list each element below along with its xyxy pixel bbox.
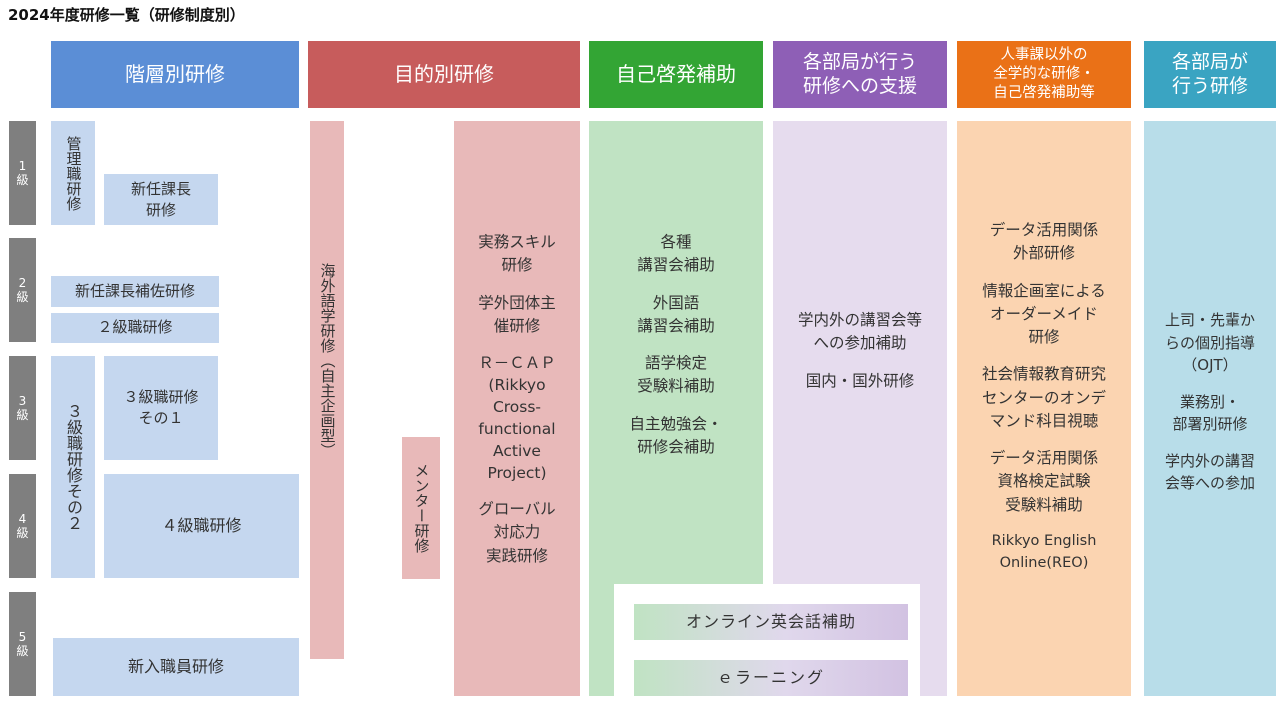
- header-mokuteki: 目的別研修: [308, 41, 580, 108]
- johokikaku-ordermade-kenshu: 情報企画室による オーダーメイド 研修: [982, 281, 1106, 347]
- kyu3-kenshu-sono2: ３級職研修その２: [51, 356, 95, 578]
- level-4-num: 4: [18, 511, 27, 526]
- header-bukyoku-shien: 各部局が行う 研修への支援: [773, 41, 947, 108]
- kyu4-kenshu: ４級職研修: [104, 474, 299, 578]
- header-kaiso-label: 階層別研修: [125, 62, 225, 86]
- level-4: 4 級: [9, 474, 36, 578]
- shinnin-kacho-kenshu: 新任課長 研修: [104, 174, 218, 225]
- kyu3-kenshu-sono1: ３級職研修 その１: [104, 356, 218, 460]
- kyu2-kenshu-label: ２級職研修: [97, 318, 173, 337]
- gakunaigai-koshukai-sanka: 学内外の講習 会等への参加: [1164, 451, 1255, 493]
- jishu-benkyokai-hojo: 自主勉強会・ 研修会補助: [629, 414, 723, 456]
- shinnin-kacho-kenshu-label: 新任課長 研修: [130, 180, 191, 219]
- level-4-unit: 級: [16, 526, 29, 540]
- data-katsuyo-shikaku-hojo: データ活用関係 資格検定試験 受験料補助: [989, 449, 1099, 514]
- data-katsuyo-gaibu-kenshu: データ活用関係 外部研修: [989, 221, 1099, 263]
- level-2-unit: 級: [16, 290, 29, 304]
- header-bukyoku-kenshu: 各部局が 行う研修: [1144, 41, 1276, 108]
- gogaku-kentei-hojo: 語学検定 受験料補助: [637, 354, 715, 396]
- level-1-num: 1: [18, 158, 27, 173]
- online-eikaiwa-hojo: オンライン英会話補助: [634, 604, 908, 640]
- global-kenshu: グローバル 対応力 実践研修: [478, 500, 556, 565]
- header-bukyoku-shien-label: 各部局が行う 研修への支援: [802, 50, 917, 97]
- elearning: ｅラーニング: [634, 660, 908, 696]
- kanrishoku-kenshu: 管理職研修: [51, 121, 95, 225]
- level-3-unit: 級: [16, 408, 29, 422]
- level-2: 2 級: [9, 238, 36, 342]
- level-1: 1 級: [9, 121, 36, 225]
- level-5-num: 5: [18, 629, 27, 644]
- kyu4-kenshu-label: ４級職研修: [161, 516, 242, 536]
- kaigai-gogaku-kenshu: 海外語学研修（自主企画型）: [310, 121, 344, 659]
- header-kaiso: 階層別研修: [51, 41, 299, 108]
- level-1-unit: 級: [16, 173, 29, 187]
- level-2-num: 2: [18, 275, 27, 290]
- header-jiko-label: 自己啓発補助: [616, 62, 736, 86]
- gaikokugo-koshukai-hojo: 外国語 講習会補助: [637, 293, 715, 335]
- online-eikaiwa-hojo-label: オンライン英会話補助: [685, 612, 856, 632]
- shinnyu-shokuin-kenshu-label: 新入職員研修: [127, 657, 224, 677]
- level-3-num: 3: [18, 393, 27, 408]
- mokuteki-column: 実務スキル 研修 学外団体主 催研修 Ｒ－ＣＡＰ (Rikkyo Cross- …: [454, 121, 580, 696]
- kaigai-gogaku-kenshu-label: 海外語学研修（自主企画型）: [318, 263, 337, 458]
- shinnin-kacho-hosa-kenshu: 新任課長補佐研修: [51, 276, 219, 307]
- ojt: 上司・先輩か らの個別指導 （OJT）: [1164, 311, 1255, 374]
- elearning-label: ｅラーニング: [716, 668, 825, 688]
- header-jiko: 自己啓発補助: [589, 41, 763, 108]
- kyu3-kenshu-sono1-label: ３級職研修 その１: [123, 388, 199, 427]
- kyu2-kenshu: ２級職研修: [51, 313, 219, 343]
- kanrishoku-kenshu-label: 管理職研修: [64, 135, 83, 211]
- shakaijoho-ondemand: 社会情報教育研究 センターのオンデ マンド科目視聴: [981, 365, 1106, 430]
- level-5: 5 級: [9, 592, 36, 696]
- jinjika-column: データ活用関係 外部研修 情報企画室による オーダーメイド 研修 社会情報教育研…: [957, 121, 1131, 696]
- shinnin-kacho-hosa-kenshu-label: 新任課長補佐研修: [74, 281, 195, 300]
- kyu3-kenshu-sono2-label: ３級職研修その２: [64, 403, 83, 531]
- gakugai-dantai-kenshu: 学外団体主 催研修: [478, 293, 556, 335]
- header-mokuteki-label: 目的別研修: [394, 62, 494, 86]
- jitsumu-skill-kenshu: 実務スキル 研修: [478, 233, 556, 275]
- header-jinjika: 人事課以外の 全学的な研修・ 自己啓発補助等: [957, 41, 1131, 108]
- mentor-kenshu-label: メンター研修: [412, 463, 431, 553]
- bukyoku-kenshu-column: 上司・先輩か らの個別指導 （OJT） 業務別・ 部署別研修 学内外の講習 会等…: [1144, 121, 1276, 696]
- kokunai-kokugai-kenshu: 国内・国外研修: [805, 371, 915, 390]
- level-3: 3 級: [9, 356, 36, 460]
- gyomubetsu-kenshu: 業務別・ 部署別研修: [1172, 392, 1248, 434]
- header-bukyoku-kenshu-label: 各部局が 行う研修: [1171, 50, 1248, 97]
- gakunaigai-sanka-hojo: 学内外の講習会等 への参加補助: [797, 311, 922, 353]
- level-5-unit: 級: [16, 644, 29, 658]
- mentor-kenshu: メンター研修: [402, 437, 440, 579]
- r-cap: Ｒ－ＣＡＰ (Rikkyo Cross- functional Active P…: [478, 354, 556, 482]
- bukyoku-shien-column: 学内外の講習会等 への参加補助 国内・国外研修: [773, 121, 947, 411]
- header-jinjika-label: 人事課以外の 全学的な研修・ 自己啓発補助等: [993, 47, 1095, 101]
- page-title: 2024年度研修一覧（研修制度別）: [8, 6, 245, 24]
- rikkyo-english-online: Rikkyo English Online(REO): [991, 532, 1097, 571]
- jiko-column: 各種 講習会補助 外国語 講習会補助 語学検定 受験料補助 自主勉強会・ 研修会…: [589, 121, 763, 477]
- shinnyu-shokuin-kenshu: 新入職員研修: [53, 638, 299, 696]
- kakushu-koshukai-hojo: 各種 講習会補助: [637, 233, 715, 275]
